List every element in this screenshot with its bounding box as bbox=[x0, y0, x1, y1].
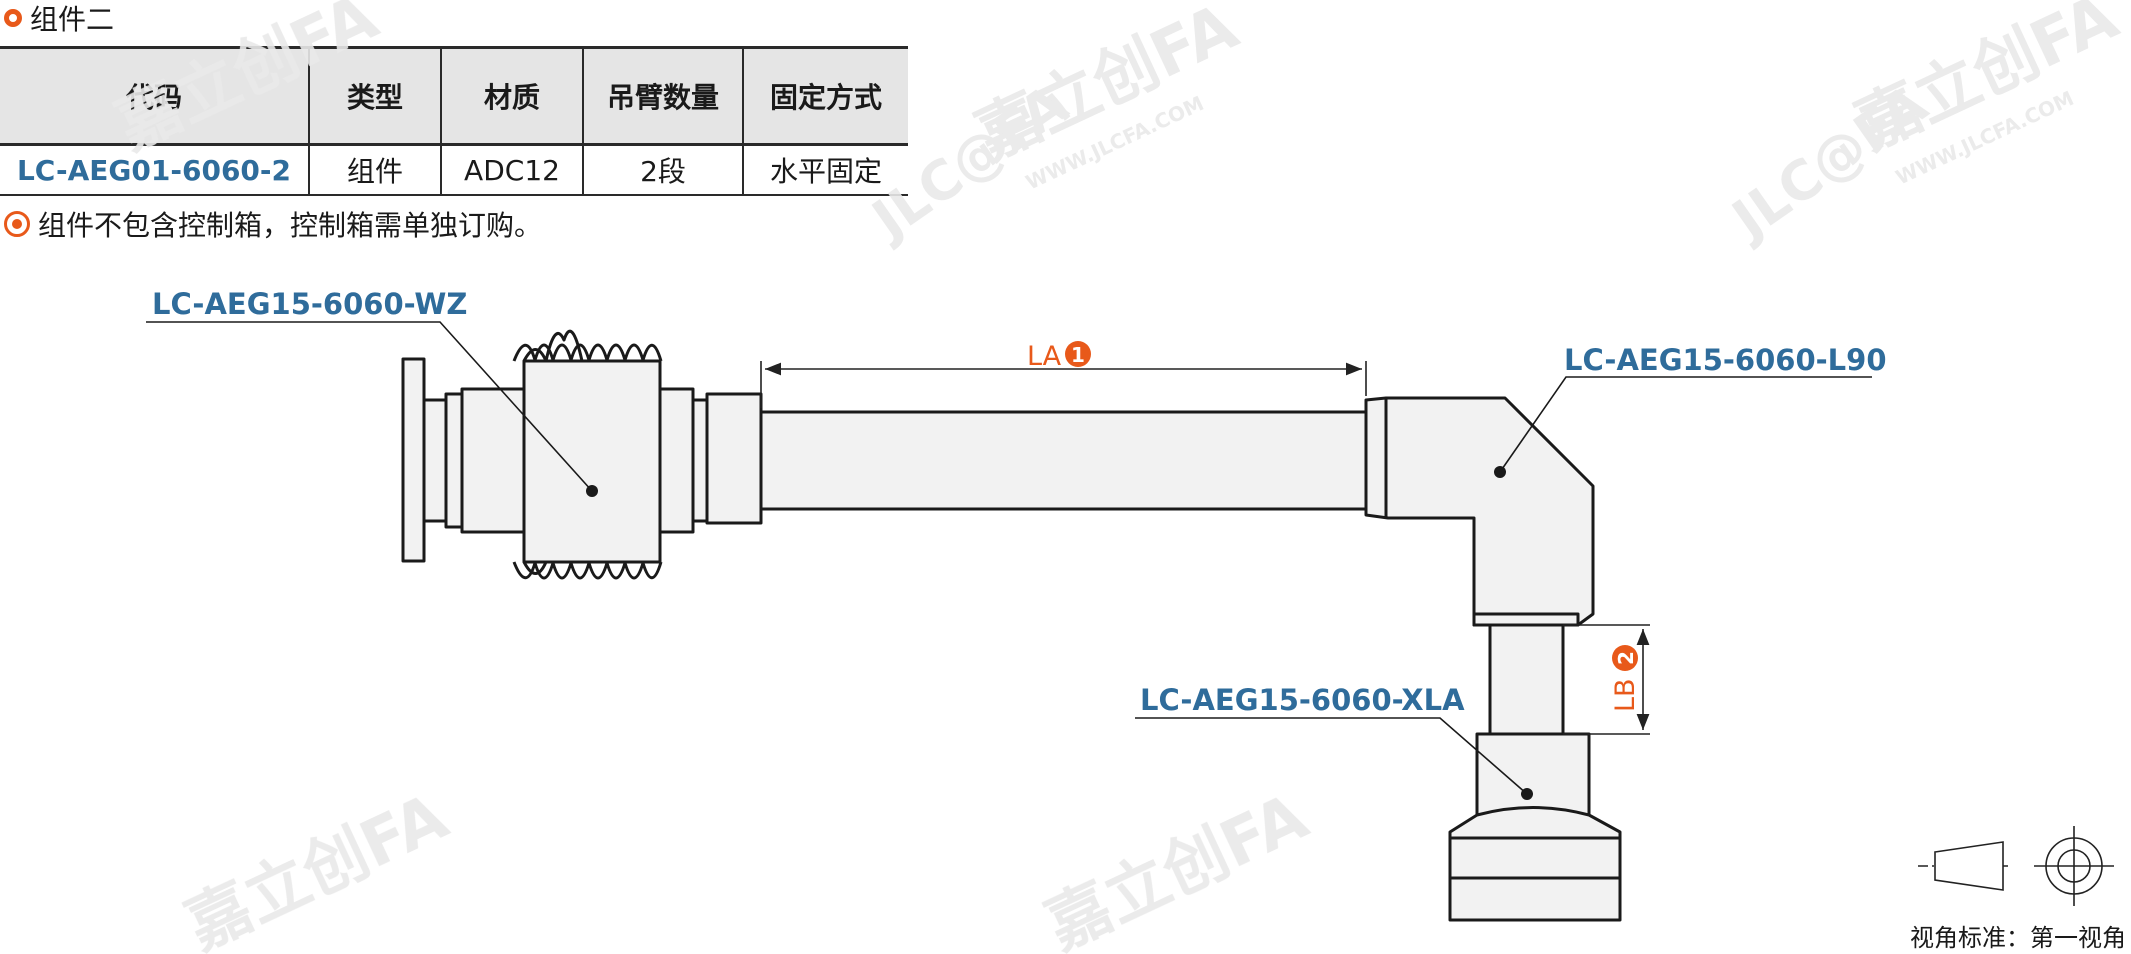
leader-line-xla bbox=[1135, 717, 1528, 795]
section-title-text: 组件二 bbox=[30, 3, 115, 36]
elbow-l90 bbox=[1364, 396, 1595, 627]
dimension-la-label: LA 1 bbox=[1027, 341, 1091, 372]
leader-line-l90 bbox=[1499, 376, 1872, 473]
callout-l90[interactable]: LC-AEG15-6060-L90 bbox=[1564, 343, 1887, 377]
bullet-dot-icon bbox=[4, 211, 30, 237]
svg-text:1: 1 bbox=[1071, 343, 1085, 367]
cell-arm-count: 2段 bbox=[583, 144, 744, 196]
number-badge-2-icon bbox=[1612, 645, 1638, 671]
svg-text:嘉立创FA: 嘉立创FA bbox=[175, 780, 459, 954]
arm-lb bbox=[1488, 623, 1565, 736]
note: 组件不包含控制箱，控制箱需单独订购。 bbox=[4, 206, 542, 242]
table-row: LC-AEG01-6060-2 组件 ADC12 2段 水平固定 bbox=[0, 144, 908, 196]
header-material: 材质 bbox=[441, 46, 584, 146]
leader-line-wz bbox=[146, 321, 593, 492]
section-title: 组件二 bbox=[4, 0, 114, 36]
cell-mount-method: 水平固定 bbox=[743, 144, 908, 196]
svg-text:LB: LB bbox=[1610, 678, 1641, 712]
first-angle-projection-icon bbox=[1918, 826, 2114, 906]
wz-base-part bbox=[401, 329, 763, 580]
ring-icon bbox=[4, 9, 22, 27]
spec-table: 代码 类型 材质 吊臂数量 固定方式 LC-AEG01-6060-2 组件 AD… bbox=[0, 46, 908, 196]
callout-xla[interactable]: LC-AEG15-6060-XLA bbox=[1140, 683, 1465, 717]
view-standard: 视角标准：第一视角 bbox=[1910, 924, 2126, 952]
note-text: 组件不包含控制箱，控制箱需单独订购。 bbox=[38, 209, 543, 242]
svg-text:嘉立创FA: 嘉立创FA bbox=[105, 0, 389, 165]
header-code: 代码 bbox=[0, 46, 310, 146]
table-header-row: 代码 类型 材质 吊臂数量 固定方式 bbox=[0, 46, 908, 146]
dimension-lb-label: LB 2 bbox=[1610, 645, 1641, 712]
svg-text:LA: LA bbox=[1027, 341, 1062, 372]
arm-la bbox=[759, 410, 1368, 511]
callout-wz[interactable]: LC-AEG15-6060-WZ bbox=[152, 287, 467, 321]
cell-material: ADC12 bbox=[441, 144, 584, 196]
svg-text:2: 2 bbox=[1614, 651, 1638, 665]
number-badge-1-icon bbox=[1065, 341, 1091, 367]
header-mount-method: 固定方式 bbox=[743, 46, 908, 146]
svg-text:嘉立创FA: 嘉立创FA bbox=[1035, 780, 1319, 954]
foot-xla bbox=[1448, 732, 1622, 922]
cell-type: 组件 bbox=[309, 144, 442, 196]
header-type: 类型 bbox=[309, 46, 442, 146]
header-arm-count: 吊臂数量 bbox=[583, 46, 744, 146]
cell-code[interactable]: LC-AEG01-6060-2 bbox=[0, 144, 310, 196]
